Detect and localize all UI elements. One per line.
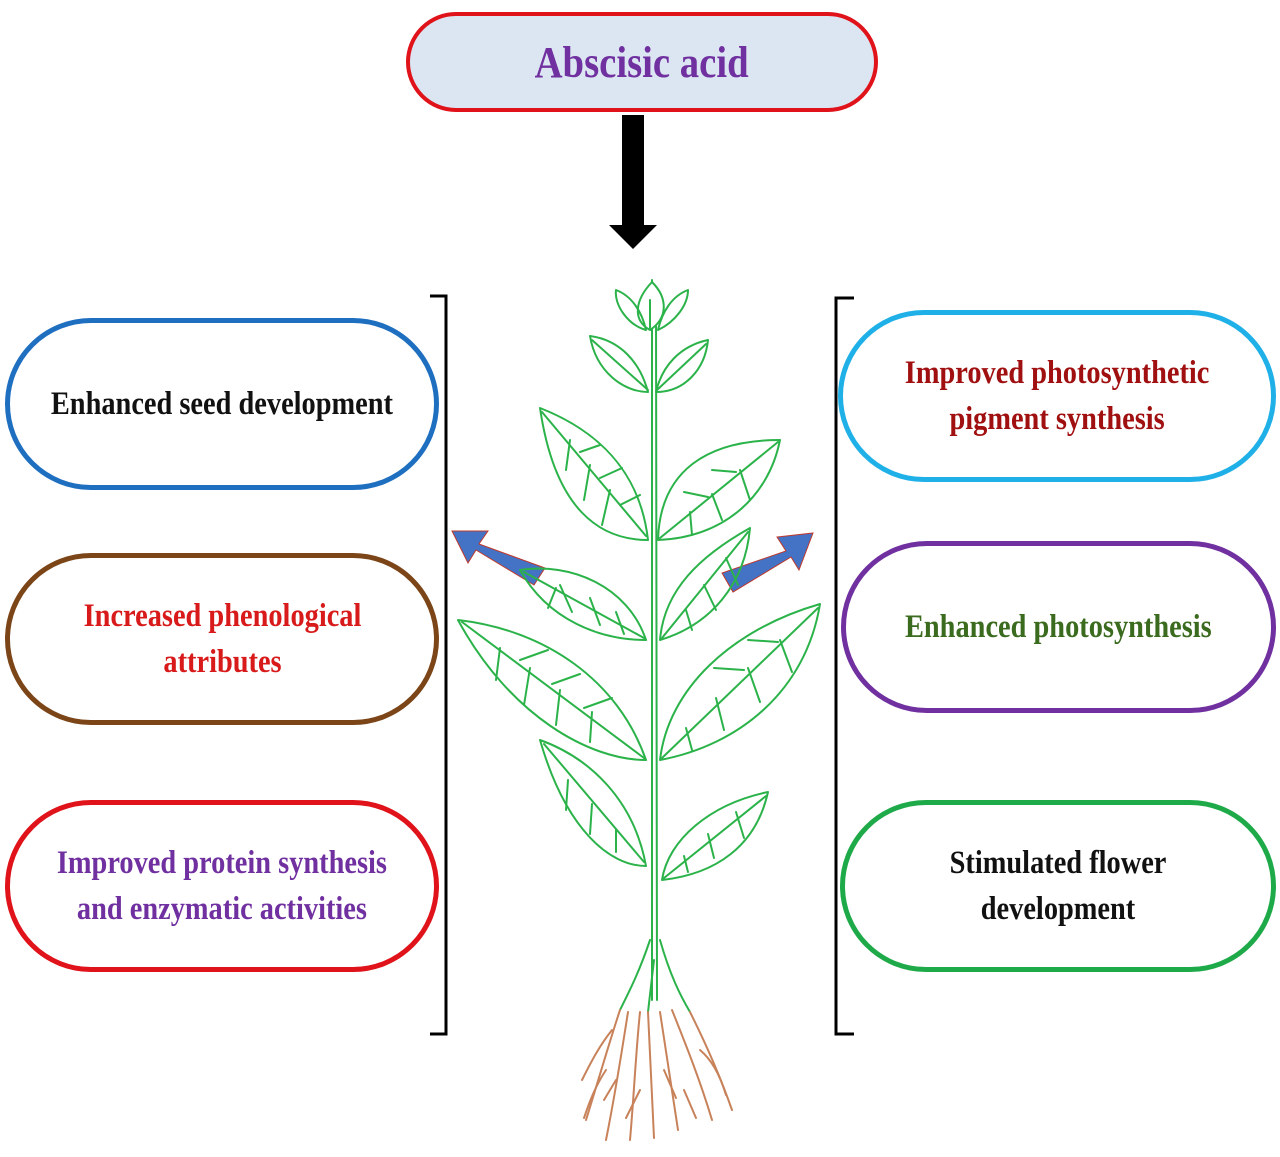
right-effect-box: Improved photosynthetic pigment synthesi… [838,310,1276,482]
plant-illustration [457,279,821,1013]
effect-label: Enhanced photosynthesis [905,604,1212,650]
left-effect-box: Improved protein synthesis and enzymatic… [5,800,439,972]
effect-label-line: Enhanced seed development [50,386,394,422]
effect-label: Enhanced seed development [51,381,393,427]
effect-label: Improved protein synthesis and enzymatic… [57,840,387,932]
abscisic-acid-title-box: Abscisic acid [406,12,878,112]
plant-roots [581,1009,733,1141]
right-bracket [834,296,854,1036]
right-effect-box: Enhanced photosynthesis [841,541,1276,713]
effect-label: Increased phenological attributes [83,593,361,685]
right-effect-box: Stimulated flower development [840,800,1276,972]
effect-label: Stimulated flower development [950,840,1167,932]
effect-label-line: attributes [162,644,282,680]
effect-label-line: development [980,891,1136,927]
left-effect-box: Enhanced seed development [5,318,439,490]
effect-label: Improved photosynthetic pigment synthesi… [905,350,1210,442]
effect-label-line: pigment synthesis [949,401,1165,437]
effect-label-line: Enhanced photosynthesis [905,609,1212,645]
effect-label-line: Improved photosynthetic [904,355,1210,391]
left-effect-box: Increased phenological attributes [5,553,439,725]
effect-label-line: Increased phenological [83,598,361,634]
right-side-arrow [721,532,814,593]
effect-label-line: and enzymatic activities [76,891,368,927]
effect-label-line: Stimulated flower [949,845,1167,881]
effect-label-line: Improved protein synthesis [56,845,388,881]
main-down-arrow [609,115,657,249]
left-bracket [430,294,448,1036]
abscisic-acid-title: Abscisic acid [534,37,750,87]
